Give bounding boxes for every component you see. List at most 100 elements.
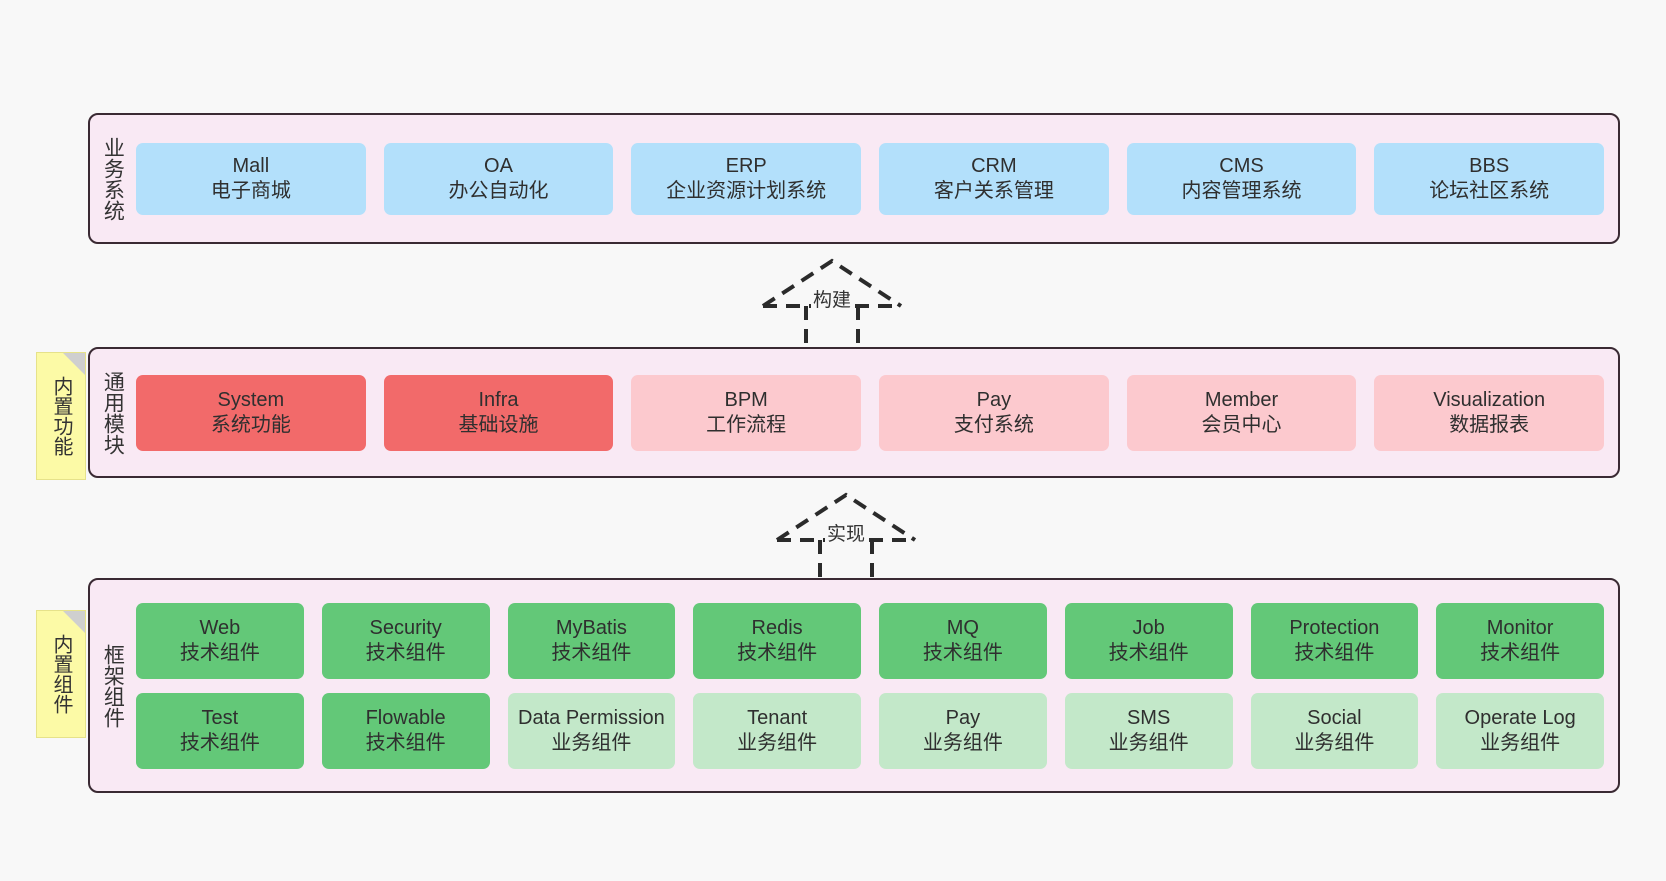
node-mq[interactable]: MQ 技术组件	[879, 602, 1047, 679]
node-title: Security	[369, 617, 442, 640]
node-subtitle: 客户关系管理	[933, 179, 1054, 202]
node-title: Operate Log	[1464, 707, 1576, 730]
node-mybatis[interactable]: MyBatis 技术组件	[507, 602, 676, 679]
node-infra[interactable]: Infra 基础设施	[383, 374, 614, 451]
node-bbs[interactable]: BBS 论坛社区系统	[1374, 142, 1605, 215]
node-title: Infra	[478, 389, 519, 412]
node-subtitle: 技术组件	[1294, 641, 1375, 664]
node-bpm[interactable]: BPM 工作流程	[631, 374, 862, 451]
node-flowable[interactable]: Flowable 技术组件	[321, 692, 490, 769]
connector-implement-label: 实现	[825, 524, 868, 545]
note-builtin-component: 内置组件	[36, 610, 86, 738]
node-title: BBS	[1469, 155, 1510, 178]
node-title: Protection	[1289, 617, 1380, 640]
node-erp[interactable]: ERP 企业资源计划系统	[631, 142, 862, 215]
node-subtitle: 技术组件	[551, 641, 632, 664]
node-title: MyBatis	[555, 617, 627, 640]
node-cms[interactable]: CMS 内容管理系统	[1126, 142, 1357, 215]
node-redis[interactable]: Redis 技术组件	[693, 602, 861, 679]
node-title: System	[217, 389, 285, 412]
node-subtitle: 系统功能	[210, 413, 291, 436]
node-subtitle: 电子商城	[210, 179, 291, 202]
node-mall[interactable]: Mall 电子商城	[136, 142, 366, 215]
node-row: Test 技术组件 Flowable 技术组件 Data Permission …	[136, 692, 1604, 769]
node-data-permission[interactable]: Data Permission 业务组件	[507, 692, 676, 769]
node-subtitle: 论坛社区系统	[1429, 179, 1550, 202]
node-test[interactable]: Test 技术组件	[136, 692, 304, 769]
note-fold-corner-icon	[63, 353, 85, 375]
note-fold-corner-icon	[63, 611, 85, 633]
node-subtitle: 技术组件	[179, 641, 260, 664]
node-title: Flowable	[365, 707, 446, 730]
node-protection[interactable]: Protection 技术组件	[1250, 602, 1419, 679]
node-operate-log[interactable]: Operate Log 业务组件	[1436, 692, 1604, 769]
layer-body-common-module: System 系统功能 Infra 基础设施 BPM 工作流程 Pay 支付系统…	[134, 349, 1618, 476]
node-title: Mall	[232, 155, 270, 178]
node-subtitle: 技术组件	[365, 641, 446, 664]
note-text: 内置组件	[50, 634, 72, 714]
node-subtitle: 技术组件	[179, 731, 260, 754]
note-text: 内置功能	[50, 376, 72, 456]
node-job[interactable]: Job 技术组件	[1064, 602, 1233, 679]
node-subtitle: 内容管理系统	[1181, 179, 1302, 202]
node-member[interactable]: Member 会员中心	[1126, 374, 1357, 451]
node-title: Member	[1204, 389, 1279, 412]
node-subtitle: 技术组件	[1108, 641, 1189, 664]
node-web[interactable]: Web 技术组件	[136, 602, 304, 679]
node-subtitle: 支付系统	[953, 413, 1034, 436]
node-row: Mall 电子商城 OA 办公自动化 ERP 企业资源计划系统 CRM 客户关系…	[136, 142, 1605, 215]
node-title: Web	[199, 617, 241, 640]
layer-common-module: 通用模块 System 系统功能 Infra 基础设施 BPM 工作流程 Pay…	[88, 347, 1620, 478]
node-row: Web 技术组件 Security 技术组件 MyBatis 技术组件 Redi…	[136, 602, 1604, 679]
node-title: MQ	[946, 617, 979, 640]
node-crm[interactable]: CRM 客户关系管理	[879, 142, 1109, 215]
layer-body-business-system: Mall 电子商城 OA 办公自动化 ERP 企业资源计划系统 CRM 客户关系…	[134, 115, 1618, 242]
node-pay-business[interactable]: Pay 业务组件	[879, 692, 1047, 769]
node-subtitle: 会员中心	[1201, 413, 1282, 436]
node-subtitle: 办公自动化	[448, 179, 549, 202]
node-monitor[interactable]: Monitor 技术组件	[1436, 602, 1604, 679]
layer-body-framework-component: Web 技术组件 Security 技术组件 MyBatis 技术组件 Redi…	[134, 580, 1618, 791]
node-title: BPM	[724, 389, 768, 412]
node-title: OA	[484, 155, 513, 178]
node-title: Data Permission	[518, 707, 665, 730]
node-tenant[interactable]: Tenant 业务组件	[693, 692, 861, 769]
node-title: SMS	[1126, 707, 1171, 730]
node-title: Pay	[976, 389, 1012, 412]
node-subtitle: 业务组件	[1294, 731, 1375, 754]
node-title: ERP	[725, 155, 767, 178]
layer-title-common-module: 通用模块	[101, 370, 125, 455]
layer-framework-component: 框架组件 Web 技术组件 Security 技术组件 MyBatis 技术组件…	[88, 578, 1620, 793]
node-pay[interactable]: Pay 支付系统	[879, 374, 1109, 451]
node-subtitle: 技术组件	[737, 641, 818, 664]
node-title: CRM	[971, 155, 1017, 178]
node-sms[interactable]: SMS 业务组件	[1064, 692, 1233, 769]
node-subtitle: 业务组件	[922, 731, 1003, 754]
connector-implement: 实现	[774, 492, 924, 584]
node-title: Visualization	[1433, 389, 1546, 412]
node-social[interactable]: Social 业务组件	[1250, 692, 1419, 769]
node-title: Monitor	[1486, 617, 1554, 640]
node-subtitle: 业务组件	[1480, 731, 1561, 754]
node-subtitle: 工作流程	[706, 413, 787, 436]
layer-business-system: 业务系统 Mall 电子商城 OA 办公自动化 ERP 企业资源计划系统 CRM…	[88, 113, 1620, 244]
node-subtitle: 技术组件	[365, 731, 446, 754]
node-title: Job	[1132, 617, 1165, 640]
node-title: Test	[201, 707, 239, 730]
node-subtitle: 企业资源计划系统	[666, 179, 827, 202]
node-subtitle: 技术组件	[1480, 641, 1561, 664]
node-title: Tenant	[747, 707, 808, 730]
node-title: Redis	[751, 617, 803, 640]
node-title: Social	[1307, 707, 1362, 730]
node-subtitle: 业务组件	[1108, 731, 1189, 754]
node-oa[interactable]: OA 办公自动化	[383, 142, 614, 215]
node-security[interactable]: Security 技术组件	[321, 602, 490, 679]
connector-build-label: 构建	[811, 290, 854, 311]
node-subtitle: 业务组件	[551, 731, 632, 754]
node-title: Pay	[945, 707, 981, 730]
node-system[interactable]: System 系统功能	[136, 374, 366, 451]
connector-build: 构建	[760, 258, 910, 350]
note-builtin-feature: 内置功能	[36, 352, 86, 480]
node-visualization[interactable]: Visualization 数据报表	[1374, 374, 1605, 451]
